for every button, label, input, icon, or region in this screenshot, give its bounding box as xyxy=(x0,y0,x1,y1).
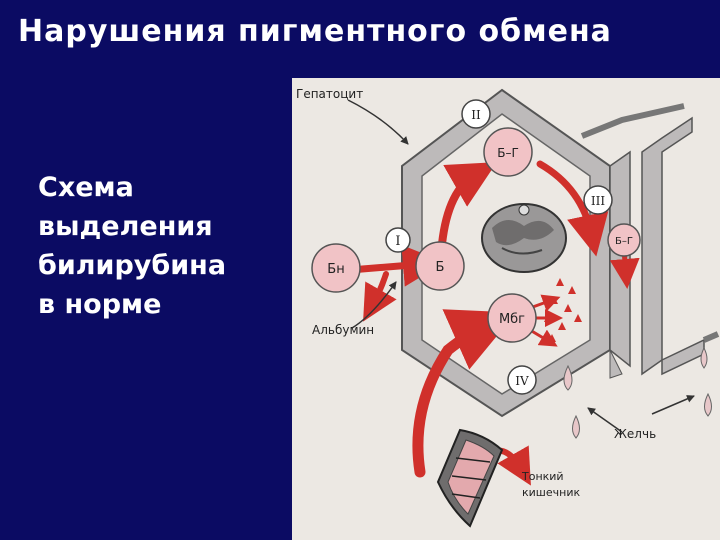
caption-line: билирубина xyxy=(38,250,227,281)
circle-mesobilirubinogen: Мбг xyxy=(487,293,537,343)
label-intestine: Тонкий xyxy=(521,470,564,483)
bile-drops xyxy=(563,346,712,439)
circle-label: Б–Г xyxy=(497,146,519,160)
label-albumin: Альбумин xyxy=(312,323,374,337)
caption-line: в норме xyxy=(38,289,162,320)
step-marker-3: III xyxy=(583,185,613,215)
circle-bilirubin-unconjugated: Бн xyxy=(311,243,361,293)
label-intestine: кишечник xyxy=(522,486,580,499)
step-label: III xyxy=(591,194,605,208)
bilirubin-diagram: I II III IV Бн Б Б–Г Б–Г xyxy=(292,78,720,540)
small-intestine xyxy=(436,428,504,528)
circle-label: Бн xyxy=(327,262,344,277)
caption-line: Схема xyxy=(38,172,134,203)
caption: Схема выделения билирубина в норме xyxy=(38,168,288,324)
circle-label: Б xyxy=(436,260,445,275)
label-hepatocyte: Гепатоцит xyxy=(296,87,363,101)
circle-bilirubin-glucuronide-bile: Б–Г xyxy=(607,223,641,257)
nucleus xyxy=(481,203,567,273)
circle-bilirubin: Б xyxy=(415,241,465,291)
step-marker-4: IV xyxy=(507,365,537,395)
circle-bilirubin-glucuronide: Б–Г xyxy=(483,127,533,177)
label-bile: Желчь xyxy=(614,427,656,441)
step-label: IV xyxy=(515,374,529,388)
caption-line: выделения xyxy=(38,211,213,242)
step-label: I xyxy=(395,234,400,249)
pointer-lines xyxy=(347,99,695,433)
circle-label: Мбг xyxy=(499,312,525,327)
step-marker-1: I xyxy=(385,227,411,253)
step-marker-2: II xyxy=(461,99,491,129)
slide-title: Нарушения пигментного обмена xyxy=(18,14,612,49)
step-label: II xyxy=(471,108,481,122)
circle-label: Б–Г xyxy=(615,236,633,247)
